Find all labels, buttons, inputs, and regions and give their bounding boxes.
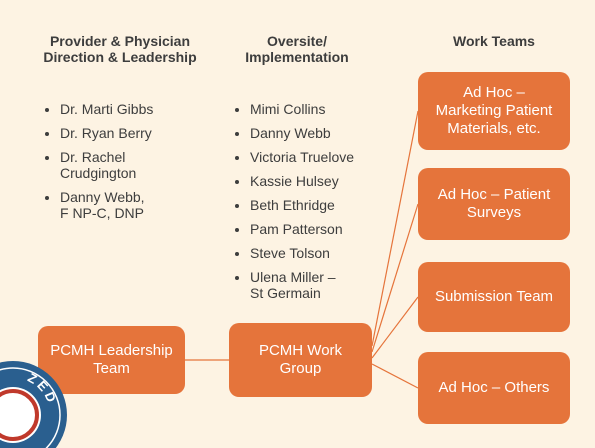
list-item: Dr. Ryan Berry (60, 125, 220, 141)
list-item: Danny Webb,F NP-C, DNP (60, 189, 220, 221)
oversite-list: Mimi Collins Danny Webb Victoria Truelov… (234, 101, 400, 309)
oversite-heading-line2: Implementation (245, 49, 349, 65)
pcmh-work-group-box: PCMH Work Group (229, 323, 372, 397)
list-item: Kassie Hulsey (250, 173, 400, 189)
leadership-list: Dr. Marti Gibbs Dr. Ryan Berry Dr. Rache… (44, 101, 220, 229)
connector-workgroup-to-submission (371, 296, 419, 359)
seal-badge: ZED (0, 361, 67, 448)
submission-team-box: Submission Team (418, 262, 570, 332)
list-item: Dr. Marti Gibbs (60, 101, 220, 117)
connector-workgroup-to-others (371, 363, 419, 389)
work-teams-heading: Work Teams (453, 33, 535, 49)
list-item: Ulena Miller –St Germain (250, 269, 400, 301)
box-label-line: Group (279, 360, 322, 377)
connector-workgroup-to-marketing (371, 110, 419, 347)
ad-hoc-others-box: Ad Hoc – Others (418, 352, 570, 424)
list-item: Danny Webb (250, 125, 400, 141)
box-label-line: Surveys (466, 204, 522, 221)
box-label-line: PCMH Work (258, 342, 343, 359)
box-label-line: Ad Hoc – (463, 84, 525, 101)
list-item: Mimi Collins (250, 101, 400, 117)
leadership-column-heading: Provider & Physician Direction & Leaders… (20, 33, 220, 65)
list-item: Beth Ethridge (250, 197, 400, 213)
list-item: Pam Patterson (250, 221, 400, 237)
ad-hoc-surveys-box: Ad Hoc – Patient Surveys (418, 168, 570, 240)
box-label-line: Ad Hoc – Others (438, 379, 550, 396)
oversite-heading-line1: Oversite/ (267, 33, 327, 49)
connector-workgroup-to-surveys (371, 203, 419, 353)
box-label-line: Team (93, 360, 130, 377)
leadership-heading-line2: Direction & Leadership (43, 49, 197, 65)
oversite-column-heading: Oversite/ Implementation (222, 33, 372, 65)
list-item: Victoria Truelove (250, 149, 400, 165)
box-label-line: Submission Team (434, 288, 554, 305)
leadership-heading-line1: Provider & Physician (49, 33, 191, 49)
box-label-line: PCMH Leadership (50, 342, 173, 359)
ad-hoc-marketing-box: Ad Hoc – Marketing Patient Materials, et… (418, 72, 570, 150)
list-item: Steve Tolson (250, 245, 400, 261)
pcmh-leadership-team-box: PCMH Leadership Team (38, 326, 185, 394)
box-label-line: Materials, etc. (447, 120, 541, 137)
box-label-line: Marketing Patient (435, 102, 553, 119)
box-label-line: Ad Hoc – Patient (437, 186, 551, 203)
